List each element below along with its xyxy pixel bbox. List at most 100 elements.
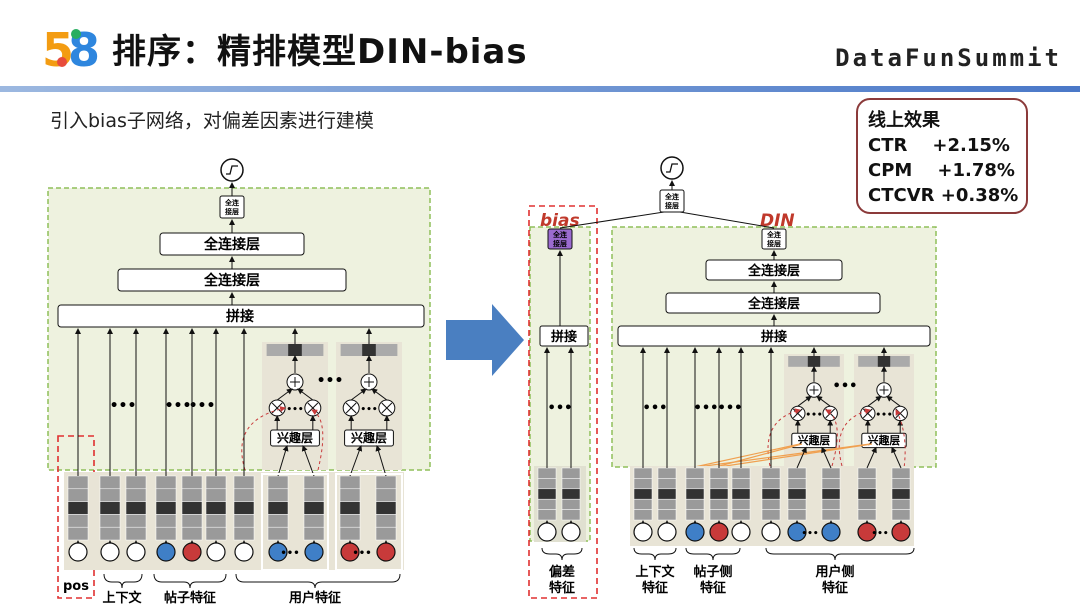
left-dots-4: ••• [317,373,344,389]
left-emb-context-1-cell [99,475,121,490]
subtitle: 引入bias子网络，对偏差因素进行建模 [50,110,374,132]
right-bias-label: bias [540,211,580,231]
right-emb-4-cell [731,509,751,521]
right-emb-bias-0-cell [537,478,557,490]
right-emb-seq-2-cell [857,467,877,479]
right-concat-bias-label: 拼接 [551,329,577,345]
left-emb-user-1-cell [233,475,255,490]
right-orange-line-3 [711,443,803,469]
right-emb-0-cell [633,478,653,490]
right-emb-seq-2-cell [857,488,877,500]
right-emb-2-node [685,522,705,542]
left-emb-seq-0-cell [267,526,289,541]
left-emb-seq-2-node [340,542,360,562]
right-emb-1-cell [657,467,677,479]
left-dots-1: ••• [110,398,137,414]
left-emb-context-2-cell [125,475,147,490]
left-emb-seq-1-cell [303,488,325,502]
left-emb-seq-2-cell [339,526,361,541]
right-emb-4-node [731,522,751,542]
right-fc-bias [547,228,573,250]
right-label-bias-2: 特征 [549,580,575,596]
right-interest-1-label: 兴趣层 [798,433,831,447]
right-emb-bias-1-cell [561,498,581,510]
right-emb-1-cell [657,488,677,500]
right-emb-5-cell [761,467,781,479]
left-emb-context-2-cell [125,526,147,541]
left-emb-pos-cell [67,526,89,541]
left-emb-post-2-cell [181,475,203,490]
right-emb-bias-0-cell [537,509,557,521]
right-interest-2-layer [861,432,907,449]
left-pos-dashed-box [57,435,95,599]
right-emb-2-cell [685,467,705,479]
right-label-bias-1: 偏差 [549,564,575,580]
right-attn-curve-4 [895,409,906,491]
right-emb-4-cell [731,467,751,479]
left-emb-post-3-cell [205,488,227,502]
right-concat-bias [539,325,589,347]
left-emb-user-1-cell [233,514,255,528]
right-label-context-2: 特征 [642,580,668,596]
left-emb-seq-2-cell [339,488,361,502]
left-emb-context-2-cell [125,501,147,515]
right-emb-3-node [709,522,729,542]
right-emb-seq-3-cell [891,467,911,479]
right-dots-2: ••• [694,401,719,416]
logo-dot-green [71,29,81,39]
left-emb-user-1-node [234,542,254,562]
right-emb-0-cell [633,467,653,479]
left-label-pos: pos [63,579,89,594]
left-emb-post-1-cell [155,475,177,490]
left-dots-2: ••• [165,398,192,414]
left-emb-pos-cell [67,514,89,528]
right-emb-5-cell [761,509,781,521]
right-emb-bias-1-node [561,522,581,542]
page-title: 排序：精排模型DIN-bias [112,32,528,72]
left-interest-1-layer [270,429,320,447]
right-emb-seq-1-cell [821,509,841,521]
left-emb-context-1-cell [99,526,121,541]
left-interest-1-label: 兴趣层 [277,430,313,445]
right-emb-seq-1-node [821,522,841,542]
left-emb-seq-0-cell [267,501,289,515]
right-brace-user [765,547,915,561]
right-emb-seq-1-cell [821,478,841,490]
right-dots-bias: ••• [548,401,573,416]
left-emb-post-3-cell [205,501,227,515]
right-seq-dots-1: ••• [801,529,818,539]
left-fc-small [219,195,245,219]
left-emb-pos-node [68,542,88,562]
left-emb-context-1-cell [99,514,121,528]
right-attn-curve-2 [825,409,838,467]
left-fc1-label: 全连接层 [203,236,260,253]
left-label-post: 帖子特征 [164,590,216,606]
right-emb-1-node [657,522,677,542]
right-emb-3-cell [709,467,729,479]
left-emb-seq-2-cell [339,514,361,528]
right-emb-0-cell [633,509,653,521]
right-dots-3: ••• [718,401,743,416]
right-bias-dashed-box [528,205,598,599]
right-label-post-1: 帖子侧 [693,564,732,580]
right-emb-bias-1-cell [561,509,581,521]
right-emb-3-cell [709,509,729,521]
right-emb-seq-3-cell [891,509,911,521]
left-emb-post-2-cell [181,488,203,502]
left-emb-seq-3-cell [375,526,397,541]
left-emb-context-2-cell [125,488,147,502]
left-emb-context-1-cell [99,488,121,502]
right-line-bias-top [559,211,665,229]
right-attn-curve-3 [838,408,871,467]
right-label-user-1: 用户侧 [814,564,854,580]
transition-arrow-icon [446,304,524,376]
left-seq-dots-1: ••• [280,548,299,559]
left-attn-curve-2 [311,409,324,471]
left-interest-2-dots: ••• [360,405,377,415]
left-emb-post-2-cell [181,526,203,541]
right-orange-line-1 [689,443,801,469]
left-emb-context-1-node [100,542,120,562]
right-emb-bias-0-cell [537,467,557,479]
left-emb-seq-1-cell [303,475,325,490]
right-emb-seq-0-cell [787,509,807,521]
